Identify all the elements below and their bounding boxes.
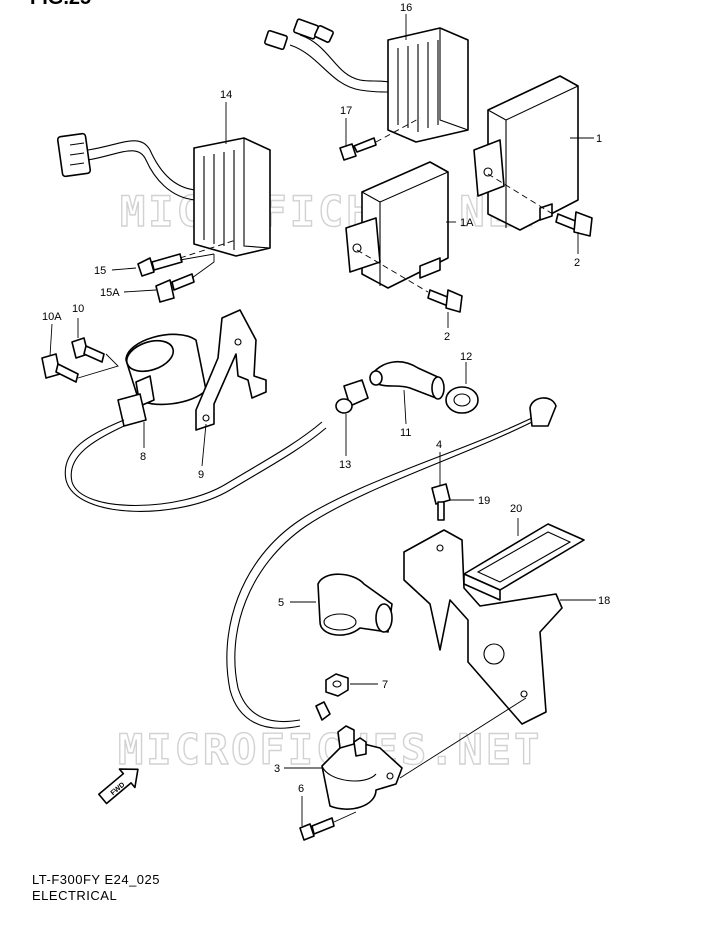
- watermark-top: MICROFICHES.NET: [120, 187, 544, 236]
- callout-2-lower: 2: [444, 331, 450, 343]
- part-1-cdi-unit: [473, 75, 579, 231]
- callout-14: 14: [220, 89, 232, 101]
- callout-4: 4: [436, 439, 442, 451]
- callout-labels: 16 17 1 1A 2 2 14 15 15A 10 10A 8 9 13 1…: [42, 2, 610, 795]
- part-7-nut: [325, 673, 349, 697]
- part-8-ignition-coil: [64, 333, 327, 512]
- callout-17: 17: [340, 105, 352, 117]
- callout-10a: 10A: [42, 311, 62, 323]
- callout-3: 3: [274, 763, 280, 775]
- callout-12: 12: [460, 351, 472, 363]
- part-10-bolt: [71, 337, 105, 363]
- caption-title: ELECTRICAL: [32, 888, 118, 903]
- callout-13: 13: [339, 459, 351, 471]
- part-11-spark-plug-cap: [369, 361, 445, 400]
- callout-7: 7: [382, 679, 388, 691]
- caption-model-code: LT-F300FY E24_025: [32, 872, 160, 887]
- callout-6: 6: [298, 783, 304, 795]
- callout-20: 20: [510, 503, 522, 515]
- part-1a-cdi-unit: [345, 161, 449, 289]
- part-17-bolt: [339, 117, 421, 161]
- callout-16: 16: [400, 2, 412, 14]
- callout-19: 19: [478, 495, 490, 507]
- part-6-bolt: [299, 811, 357, 841]
- part-12-grommet: [445, 386, 479, 414]
- callout-5: 5: [278, 597, 284, 609]
- part-5-terminal-cover: [317, 573, 393, 636]
- callout-1: 1: [596, 133, 602, 145]
- part-14-regulator-rectifier: [56, 132, 271, 259]
- callout-18: 18: [598, 595, 610, 607]
- part-3-starter-relay: [315, 697, 527, 810]
- callout-8: 8: [140, 451, 146, 463]
- callout-9: 9: [198, 469, 204, 481]
- part-13-plug-cap-boot: [335, 379, 369, 414]
- part-15-screw: [137, 253, 215, 277]
- callout-11: 11: [400, 427, 411, 439]
- part-15a-screw: [155, 254, 215, 303]
- part-10a-bolt: [41, 353, 119, 383]
- part-18-bracket: [403, 529, 563, 725]
- callout-15: 15: [94, 265, 106, 277]
- callout-15a: 15A: [100, 287, 120, 299]
- part-20-battery-band: [463, 523, 585, 601]
- callout-2-right: 2: [574, 257, 580, 269]
- part-16-regulator-rectifier: [264, 18, 469, 143]
- part-2-bolt-lower: [356, 249, 463, 313]
- figure-code: FIG.25: [30, 0, 91, 9]
- callout-10: 10: [72, 303, 84, 315]
- part-2-bolt-right: [487, 173, 593, 237]
- part-9-coil-bracket: [195, 309, 267, 431]
- leader-lines: [49, 14, 596, 826]
- callout-1a: 1A: [460, 217, 474, 229]
